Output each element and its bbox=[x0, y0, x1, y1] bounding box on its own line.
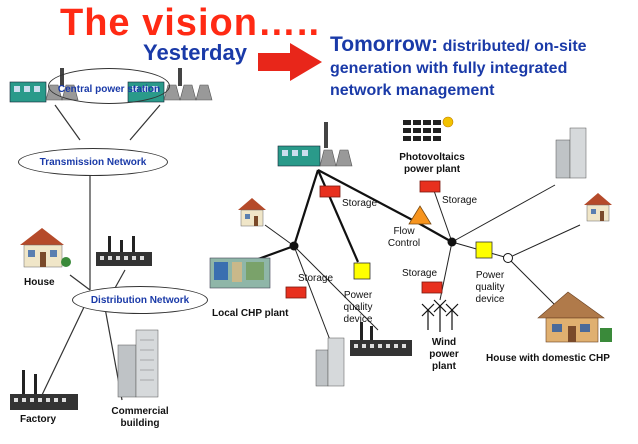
storage-box-1 bbox=[319, 185, 341, 198]
junction-left bbox=[289, 241, 299, 251]
generator-icon bbox=[277, 122, 353, 167]
storage-label-2: Storage bbox=[442, 195, 478, 206]
commercial-factory-icon bbox=[96, 236, 152, 266]
sun-icon bbox=[442, 116, 454, 128]
factory-label: Factory bbox=[20, 414, 57, 425]
transmission-network-label: Transmission Network bbox=[39, 156, 147, 168]
commercial-building-label: Commercial building bbox=[111, 406, 169, 429]
house-icon bbox=[20, 228, 71, 268]
factory-icon bbox=[10, 370, 78, 410]
power-quality-label-2: Power quality device bbox=[475, 270, 505, 305]
tomorrow-label: Tomorrow: bbox=[330, 33, 439, 56]
junction-right bbox=[447, 237, 457, 247]
tomorrow-description: distributed/ on-site generation with ful… bbox=[330, 38, 587, 99]
storage-box-2 bbox=[419, 180, 441, 193]
office-tower-bottom-icon bbox=[315, 337, 345, 387]
distribution-network-label: Distribution Network bbox=[90, 294, 190, 306]
wind-turbines-icon bbox=[421, 299, 459, 332]
storage-box-4 bbox=[421, 281, 443, 294]
distribution-network-oval: Distribution Network bbox=[72, 286, 208, 314]
power-quality-box-1 bbox=[353, 262, 371, 280]
chp-unit-icon bbox=[209, 257, 271, 289]
junction-house bbox=[503, 253, 513, 263]
page-title: The vision….. bbox=[60, 2, 321, 44]
power-quality-box-2 bbox=[475, 241, 493, 259]
house-small-left-icon bbox=[238, 198, 266, 227]
central-power-station-label: Central power station bbox=[57, 83, 161, 95]
house-small-right-icon bbox=[584, 193, 612, 222]
yesterday-to-tomorrow-arrow bbox=[258, 43, 322, 81]
central-power-station-oval: Central power station bbox=[48, 68, 170, 104]
commercial-building-icon bbox=[117, 329, 159, 398]
house-label: House bbox=[24, 277, 55, 288]
house-domestic-chp-icon bbox=[537, 291, 612, 343]
storage-box-3 bbox=[285, 286, 307, 299]
storage-label-1: Storage bbox=[342, 198, 378, 209]
photovoltaics-label: Photovoltaics power plant bbox=[399, 152, 465, 175]
tomorrow-heading: Tomorrow: distributed/ on-site generatio… bbox=[330, 34, 630, 102]
local-chp-label: Local CHP plant bbox=[212, 308, 289, 319]
flow-control-triangle bbox=[408, 205, 432, 225]
house-domestic-chp-label: House with domestic CHP bbox=[486, 353, 610, 364]
solar-panels-icon bbox=[403, 120, 441, 141]
transmission-network-oval: Transmission Network bbox=[18, 148, 168, 176]
storage-label-4: Storage bbox=[402, 268, 438, 279]
storage-label-3: Storage bbox=[298, 273, 334, 284]
flow-control-label: Flow Control bbox=[387, 226, 421, 249]
yesterday-heading: Yesterday bbox=[143, 40, 247, 65]
power-quality-label-1: Power quality device bbox=[343, 290, 373, 325]
factory-small-icon bbox=[350, 322, 412, 356]
wind-power-label: Wind power plant bbox=[429, 337, 459, 372]
office-tower-right-icon bbox=[555, 127, 587, 179]
